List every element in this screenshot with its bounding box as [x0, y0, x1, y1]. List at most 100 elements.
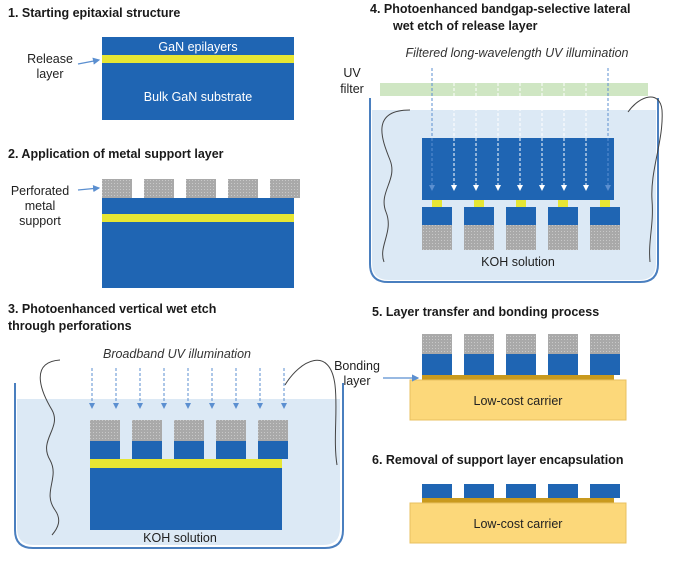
release-layer	[102, 214, 294, 222]
step-2-metal-support	[102, 179, 300, 198]
metal-pad	[174, 420, 204, 441]
gan-mesa	[590, 207, 620, 225]
gan-mesa	[90, 441, 120, 459]
metal-pad	[270, 179, 300, 198]
bulk-gan-label: Bulk GaN substrate	[144, 90, 252, 104]
gan-mesa	[590, 484, 620, 498]
metal-pad	[506, 225, 536, 250]
step-4-structure	[422, 138, 614, 200]
release-layer	[90, 459, 282, 468]
low-cost-carrier-label-5: Low-cost carrier	[474, 394, 563, 408]
gan-mesa	[590, 354, 620, 375]
gan-epilayers-layer	[102, 198, 294, 214]
gan-mesa	[422, 484, 452, 498]
uv-filter	[380, 83, 648, 96]
release-layer-arrow	[77, 57, 101, 65]
low-cost-carrier	[409, 502, 627, 544]
release-remnant	[558, 200, 568, 207]
perforated-label-2: metal	[25, 199, 56, 213]
metal-pad	[102, 179, 132, 198]
bonding-layer	[422, 375, 614, 380]
gan-mesa	[548, 484, 578, 498]
metal-pad	[258, 420, 288, 441]
gan-mesa	[422, 354, 452, 375]
step-5-bonded-mesas	[422, 334, 620, 375]
bulk-gan-substrate	[90, 468, 282, 530]
tank-outline	[369, 98, 659, 283]
step-6-title: 6. Removal of support layer encapsulatio…	[372, 453, 623, 467]
step-5-title: 5. Layer transfer and bonding process	[372, 305, 599, 319]
metal-pad	[464, 225, 494, 250]
gan-epilayers-label: GaN epilayers	[158, 40, 237, 54]
bonding-layer-label-1: Bonding	[334, 359, 380, 373]
perforated-label-1: Perforated	[11, 184, 69, 198]
bonding-layer-label-2: layer	[343, 374, 370, 388]
metal-pad	[590, 334, 620, 354]
koh-solution-label-3: KOH solution	[143, 531, 217, 545]
tank-outline	[14, 383, 344, 549]
gan-mesa	[506, 484, 536, 498]
metal-pad	[90, 420, 120, 441]
metal-pad	[590, 225, 620, 250]
electrode-wire-left	[381, 109, 411, 263]
gan-mesa	[506, 354, 536, 375]
step-3-uv-arrows	[89, 368, 287, 409]
metal-pad	[422, 334, 452, 354]
release-remnant	[432, 200, 442, 207]
step-4-release-remnants	[432, 200, 610, 207]
metal-pad	[144, 179, 174, 198]
low-cost-carrier-label-6: Low-cost carrier	[474, 517, 563, 531]
gan-mesa	[506, 207, 536, 225]
gan-mesa	[216, 441, 246, 459]
gan-mesa	[132, 441, 162, 459]
step-3-title-line-2: through perforations	[8, 319, 132, 333]
gan-mesa	[548, 207, 578, 225]
step-4-title-line-2: wet etch of release layer	[392, 19, 538, 33]
release-layer	[102, 55, 294, 63]
metal-pad	[228, 179, 258, 198]
metal-pad	[216, 420, 246, 441]
step-4-title-line-1: 4. Photoenhanced bandgap-selective later…	[370, 2, 631, 16]
step-3-title-line-1: 3. Photoenhanced vertical wet etch	[8, 302, 216, 316]
broadband-uv-label: Broadband UV illumination	[103, 347, 251, 361]
release-remnant	[600, 200, 610, 207]
step-1-structure: GaN epilayers Bulk GaN substrate	[102, 37, 294, 120]
release-layer-label-2: layer	[36, 67, 63, 81]
bulk-gan-substrate	[102, 222, 294, 288]
gan-epilayers-layer	[102, 37, 294, 55]
uv-filter-label-2: filter	[340, 82, 364, 96]
gan-mesa	[548, 354, 578, 375]
step-3-structure	[90, 459, 282, 530]
step-4-uv-arrows	[429, 68, 611, 191]
step-2-structure	[102, 198, 294, 288]
low-cost-carrier	[409, 379, 627, 421]
release-remnant	[474, 200, 484, 207]
metal-pad	[548, 334, 578, 354]
step-4-released-mesas	[422, 207, 620, 250]
metal-pad	[186, 179, 216, 198]
perforated-label-3: support	[19, 214, 61, 228]
metal-pad	[506, 334, 536, 354]
perforated-arrow	[77, 184, 101, 193]
gan-mesa	[464, 484, 494, 498]
gan-mesa	[464, 207, 494, 225]
metal-pad	[132, 420, 162, 441]
step-3-etched-mesas	[90, 441, 288, 459]
koh-solution-label-4: KOH solution	[481, 255, 555, 269]
metal-pad	[548, 225, 578, 250]
electrode-wire-right	[627, 96, 663, 263]
step-3-metal-support	[90, 420, 288, 441]
uv-filter-label-1: UV	[343, 66, 361, 80]
bonding-layer	[422, 498, 614, 503]
gan-mesa	[174, 441, 204, 459]
gan-mesa	[422, 207, 452, 225]
release-layer-label-1: Release	[27, 52, 73, 66]
gan-mesa	[258, 441, 288, 459]
release-remnant	[516, 200, 526, 207]
gan-mesa	[464, 354, 494, 375]
bulk-gan-substrate	[102, 63, 294, 120]
electrode-wire-right	[284, 359, 338, 466]
metal-pad	[422, 225, 452, 250]
